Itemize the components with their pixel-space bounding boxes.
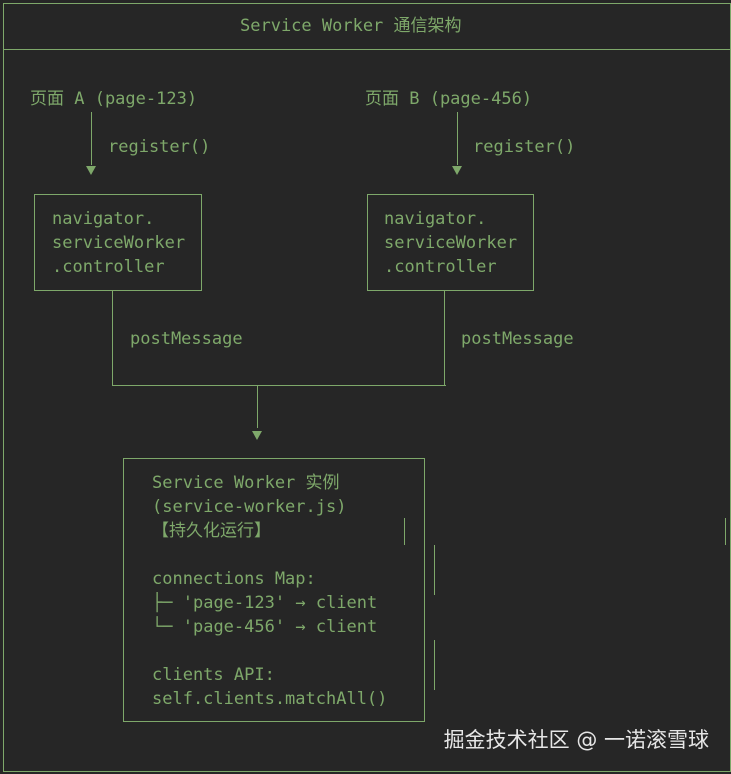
page-a-register-arrow	[86, 166, 96, 175]
service-worker-box	[123, 458, 425, 722]
page-b-message-label: postMessage	[461, 329, 574, 349]
sw-box-edge-3	[434, 640, 435, 690]
sw-connection-row-1: ├─ 'page-123' → client	[152, 591, 377, 615]
page-b-register-arrow	[452, 166, 462, 175]
sw-connection-row-2: └─ 'page-456' → client	[152, 615, 377, 639]
page-b-message-line	[444, 291, 445, 386]
page-b-register-label: register()	[473, 137, 576, 157]
merge-line	[112, 385, 446, 386]
sw-box-edge-1	[404, 518, 405, 545]
watermark: 掘金技术社区 @ 一诺滚雪球	[443, 728, 709, 752]
merge-down-arrow	[252, 431, 262, 440]
page-a-label: 页面 A (page-123)	[30, 89, 198, 109]
title-divider	[3, 49, 731, 50]
tree-branch: ├─	[152, 593, 173, 613]
page-a-message-label: postMessage	[130, 329, 243, 349]
connection-value: client	[315, 617, 378, 637]
connection-key: 'page-456'	[182, 617, 286, 637]
sw-box-edge-2	[434, 545, 435, 595]
page-b-register-line	[457, 112, 458, 165]
sw-clients-label: clients API:	[152, 665, 275, 685]
frame-edge-mark	[725, 518, 726, 545]
sw-persist: 【持久化运行】	[152, 521, 271, 541]
tree-branch: └─	[152, 617, 173, 637]
connection-value: client	[315, 593, 378, 613]
sw-file: (service-worker.js)	[152, 497, 347, 517]
diagram-title: Service Worker 通信架构	[240, 16, 462, 36]
page-a-controller-line-1: navigator.	[52, 209, 155, 229]
page-a-message-line	[112, 291, 113, 386]
page-a-controller-line-2: serviceWorker	[52, 233, 186, 253]
page-b-controller-box	[367, 194, 534, 291]
sw-title: Service Worker 实例	[152, 473, 340, 493]
arrow-right-icon: →	[295, 617, 306, 637]
page-b-controller-line-1: navigator.	[384, 209, 487, 229]
page-a-controller-line-3: .controller	[52, 257, 165, 277]
arrow-right-icon: →	[295, 593, 306, 613]
connection-key: 'page-123'	[182, 593, 286, 613]
sw-clients-call: self.clients.matchAll()	[152, 689, 388, 709]
page-a-register-line	[91, 112, 92, 165]
page-a-controller-box	[34, 194, 202, 291]
page-b-controller-line-3: .controller	[384, 257, 497, 277]
page-b-label: 页面 B (page-456)	[365, 89, 533, 109]
merge-down-line	[257, 386, 258, 428]
sw-connections-label: connections Map:	[152, 569, 316, 589]
page-a-register-label: register()	[108, 137, 211, 157]
page-b-controller-line-2: serviceWorker	[384, 233, 518, 253]
